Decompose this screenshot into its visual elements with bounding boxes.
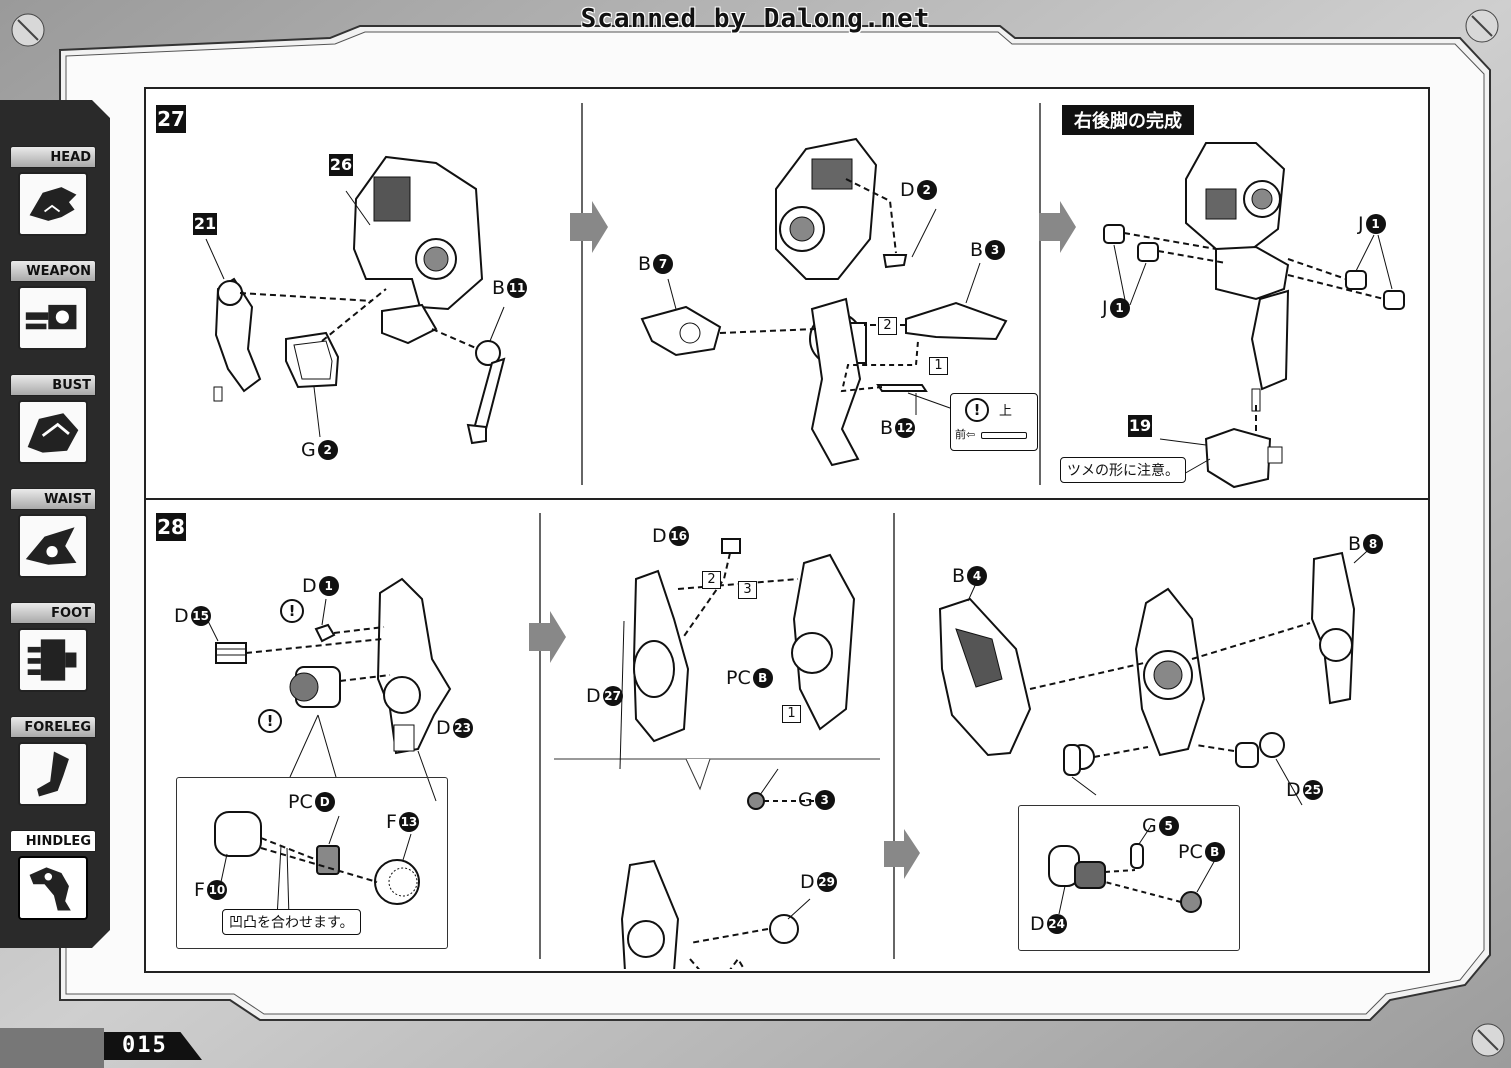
sequence-marker-1: 1 [782, 705, 801, 723]
step27-panel3-illustration [1103, 142, 1405, 489]
note-up-label: 上 [999, 404, 1013, 419]
sequence-marker-2: 2 [702, 571, 721, 589]
sidebar-tab-label: FOOT [10, 602, 96, 624]
bust-icon [18, 400, 88, 464]
scan-credit: Scanned by Dalong.net [580, 4, 931, 34]
step28-detail-inset [176, 777, 448, 949]
foreleg-icon [18, 742, 88, 806]
panel-dividers [146, 103, 1430, 959]
sub-assembly-19: 19 [1128, 415, 1152, 437]
step28-panel3-illustration [938, 542, 1377, 806]
sidebar: HEAD WEAPON BUST WAIST FOOT FORELEG HI [0, 100, 110, 940]
sidebar-tab-label: FORELEG [10, 716, 96, 738]
hindleg-icon [18, 856, 88, 920]
waist-icon [18, 514, 88, 578]
foot-icon [18, 628, 88, 692]
sidebar-tab-label: WEAPON [10, 260, 96, 282]
sidebar-tab-head[interactable]: HEAD [10, 146, 98, 250]
sub-assembly-26: 26 [329, 154, 353, 176]
caution-icon: ! [258, 709, 282, 733]
sidebar-tab-label: BUST [10, 374, 96, 396]
step28-panel3-detail-inset [1018, 805, 1240, 951]
sidebar-tab-label: HEAD [10, 146, 96, 168]
orientation-note: ! 上 前⇦ [950, 393, 1038, 451]
inset-illustration [1048, 825, 1216, 915]
sidebar-tab-bust[interactable]: BUST [10, 374, 98, 478]
alignment-note: 凹凸を合わせます。 [222, 909, 361, 935]
sidebar-tab-label: HINDLEG [10, 830, 96, 852]
sidebar-tab-weapon[interactable]: WEAPON [10, 260, 98, 364]
sidebar-tab-label: WAIST [10, 488, 96, 510]
sequence-marker-2: 2 [878, 317, 897, 335]
inset-illustration [214, 811, 420, 919]
step27-panel1-illustration [205, 155, 506, 445]
claw-shape-note: ツメの形に注意。 [1060, 457, 1186, 483]
panel-title-hindleg-complete: 右後脚の完成 [1062, 105, 1194, 135]
step28-panel2-illustration [619, 538, 856, 969]
step28-panel1-illustration [201, 577, 452, 802]
next-step-arrow-icon [529, 201, 1076, 879]
head-icon [18, 172, 88, 236]
sidebar-tab-hindleg[interactable]: HINDLEG [10, 830, 98, 934]
sequence-marker-1: 1 [929, 357, 948, 375]
step-number-28: 28 [156, 513, 186, 541]
sequence-marker-3: 3 [738, 581, 757, 599]
sidebar-tab-foreleg[interactable]: FORELEG [10, 716, 98, 820]
note-front-label: 前⇦ [955, 428, 976, 441]
caution-icon: ! [965, 398, 989, 422]
weapon-icon [18, 286, 88, 350]
sidebar-tab-foot[interactable]: FOOT [10, 602, 98, 706]
step-number-27: 27 [156, 105, 186, 133]
pin-silhouette [981, 432, 1027, 439]
caution-icon: ! [280, 599, 304, 623]
corner-bolt-icon [11, 9, 1505, 1057]
sidebar-tab-waist[interactable]: WAIST [10, 488, 98, 592]
sub-assembly-21: 21 [193, 213, 217, 235]
step27-panel2-illustration [640, 137, 1008, 467]
